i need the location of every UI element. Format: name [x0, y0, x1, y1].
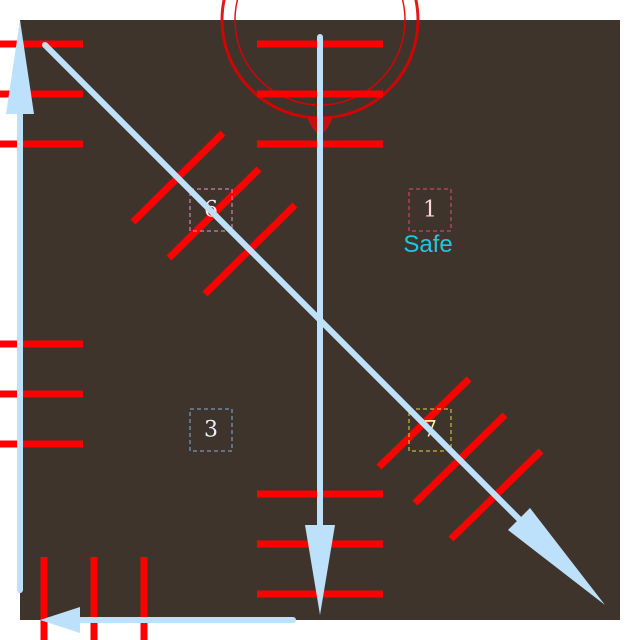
arrow-up-icon — [6, 20, 34, 593]
cell-top-right[interactable]: 1 — [408, 188, 452, 232]
status-label: Safe — [403, 231, 452, 258]
cell-border — [189, 188, 233, 232]
arrow-diagonal-icon — [42, 42, 605, 605]
cell-border — [408, 408, 452, 452]
arrows — [6, 20, 605, 633]
cell-border — [189, 408, 233, 452]
cell-glyph: 1 — [423, 198, 437, 223]
cell-border — [408, 188, 452, 232]
arrow-down-icon — [305, 34, 335, 615]
cell-glyph: 3 — [204, 418, 218, 443]
arrow-left-icon — [40, 607, 296, 633]
cell-bottom-left[interactable]: 3 — [189, 408, 233, 452]
